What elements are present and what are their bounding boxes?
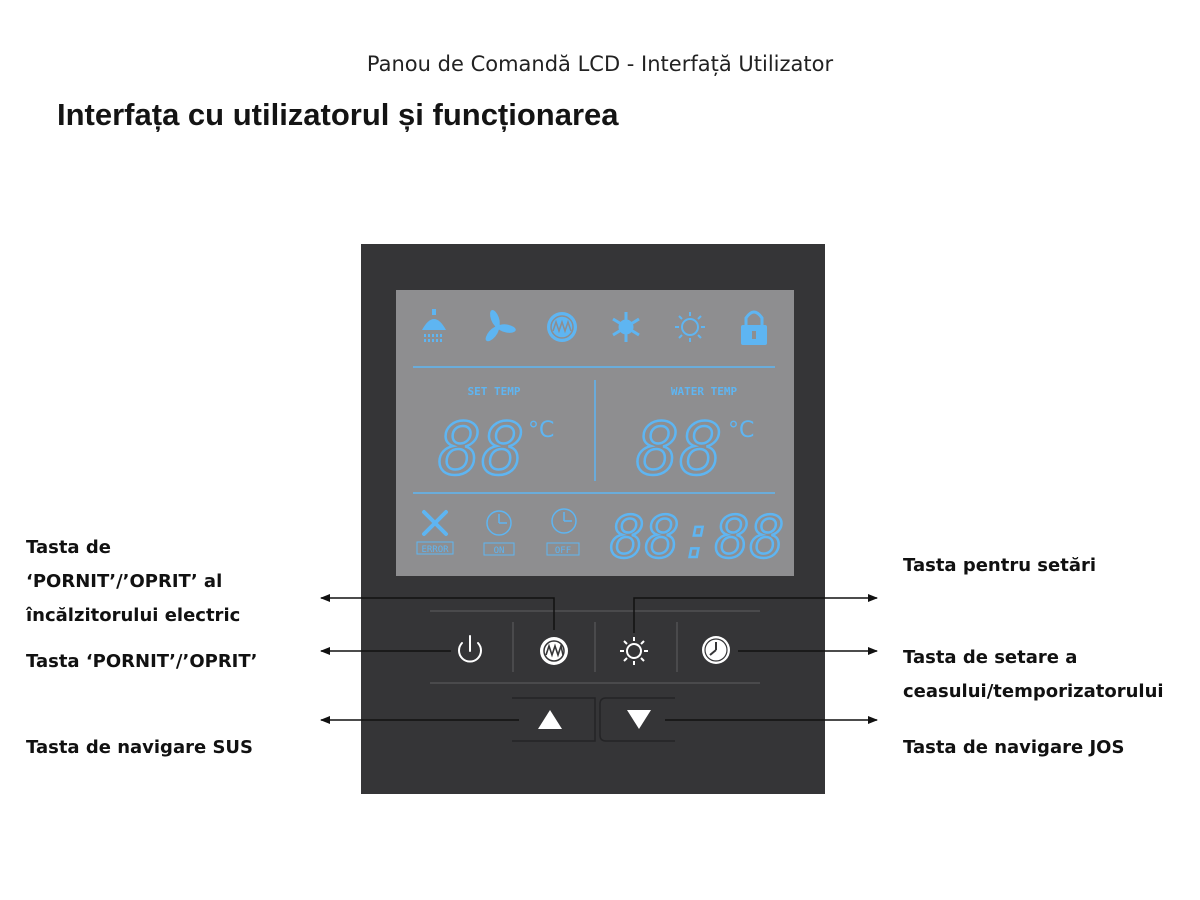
snowflake-icon bbox=[612, 312, 640, 342]
sun-icon bbox=[675, 312, 705, 342]
set-temp-label: SET TEMP bbox=[468, 385, 521, 398]
settings-callout: Tasta pentru setări bbox=[903, 549, 1096, 583]
down-callout-label: Tasta de navigare JOS bbox=[903, 737, 1125, 758]
shower-icon bbox=[422, 309, 446, 342]
settings-leader-line bbox=[633, 594, 878, 633]
up-callout: Tasta de navigare SUS bbox=[26, 731, 253, 765]
heater-icon bbox=[547, 312, 577, 342]
heater-callout-line-2: ‘PORNIT’/’OPRIT’ al bbox=[26, 571, 223, 592]
heater-button[interactable] bbox=[540, 637, 568, 665]
settings-callout-label: Tasta pentru setări bbox=[903, 555, 1097, 576]
heater-callout-line-1: Tasta de bbox=[26, 537, 111, 558]
set-temp-value: 88 bbox=[438, 407, 525, 491]
clock-callout-line-1: Tasta de setare a bbox=[903, 647, 1078, 668]
heater-callout-line-3: încălzitorului electric bbox=[26, 605, 241, 626]
heater-leader-line bbox=[320, 594, 555, 630]
power-callout-label: Tasta ‘PORNIT’/’OPRIT’ bbox=[26, 651, 258, 672]
set-temp-unit: °C bbox=[528, 418, 554, 443]
down-arrow-icon bbox=[627, 710, 651, 729]
up-button[interactable] bbox=[512, 697, 596, 742]
lock-icon bbox=[741, 310, 767, 345]
power-icon bbox=[458, 635, 482, 663]
tools-icon bbox=[422, 510, 448, 536]
clock-display: 88:88 bbox=[610, 503, 785, 571]
water-temp-label: WATER TEMP bbox=[671, 385, 738, 398]
power-button[interactable] bbox=[458, 635, 482, 663]
clock-callout-line-2: ceasului/temporizatorului bbox=[903, 681, 1164, 702]
settings-icon bbox=[620, 637, 648, 665]
on-label: ON bbox=[494, 546, 505, 556]
page-caption: Panou de Comandă LCD - Interfață Utiliza… bbox=[366, 52, 834, 76]
page-title: Interfața cu utilizatorul și funcționare… bbox=[57, 97, 619, 132]
timer-on-icon bbox=[486, 510, 512, 536]
down-callout: Tasta de navigare JOS bbox=[903, 731, 1124, 765]
up-callout-label: Tasta de navigare SUS bbox=[26, 737, 253, 758]
heater-callout: Tasta de ‘PORNIT’/’OPRIT’ al încălzitoru… bbox=[26, 531, 240, 633]
error-label: ERROR bbox=[421, 545, 449, 555]
clock-button[interactable] bbox=[702, 636, 730, 664]
fan-icon bbox=[485, 309, 516, 342]
water-temp-value: 88 bbox=[636, 407, 723, 491]
clock-icon bbox=[702, 636, 730, 664]
clock-callout: Tasta de setare a ceasului/temporizatoru… bbox=[903, 641, 1164, 709]
settings-button[interactable] bbox=[620, 637, 648, 665]
timer-off-icon bbox=[551, 508, 577, 534]
up-arrow-icon bbox=[538, 710, 562, 729]
off-label: OFF bbox=[555, 546, 571, 556]
water-temp-unit: °C bbox=[728, 418, 754, 443]
power-callout: Tasta ‘PORNIT’/’OPRIT’ bbox=[26, 645, 258, 679]
down-button[interactable] bbox=[599, 697, 675, 742]
